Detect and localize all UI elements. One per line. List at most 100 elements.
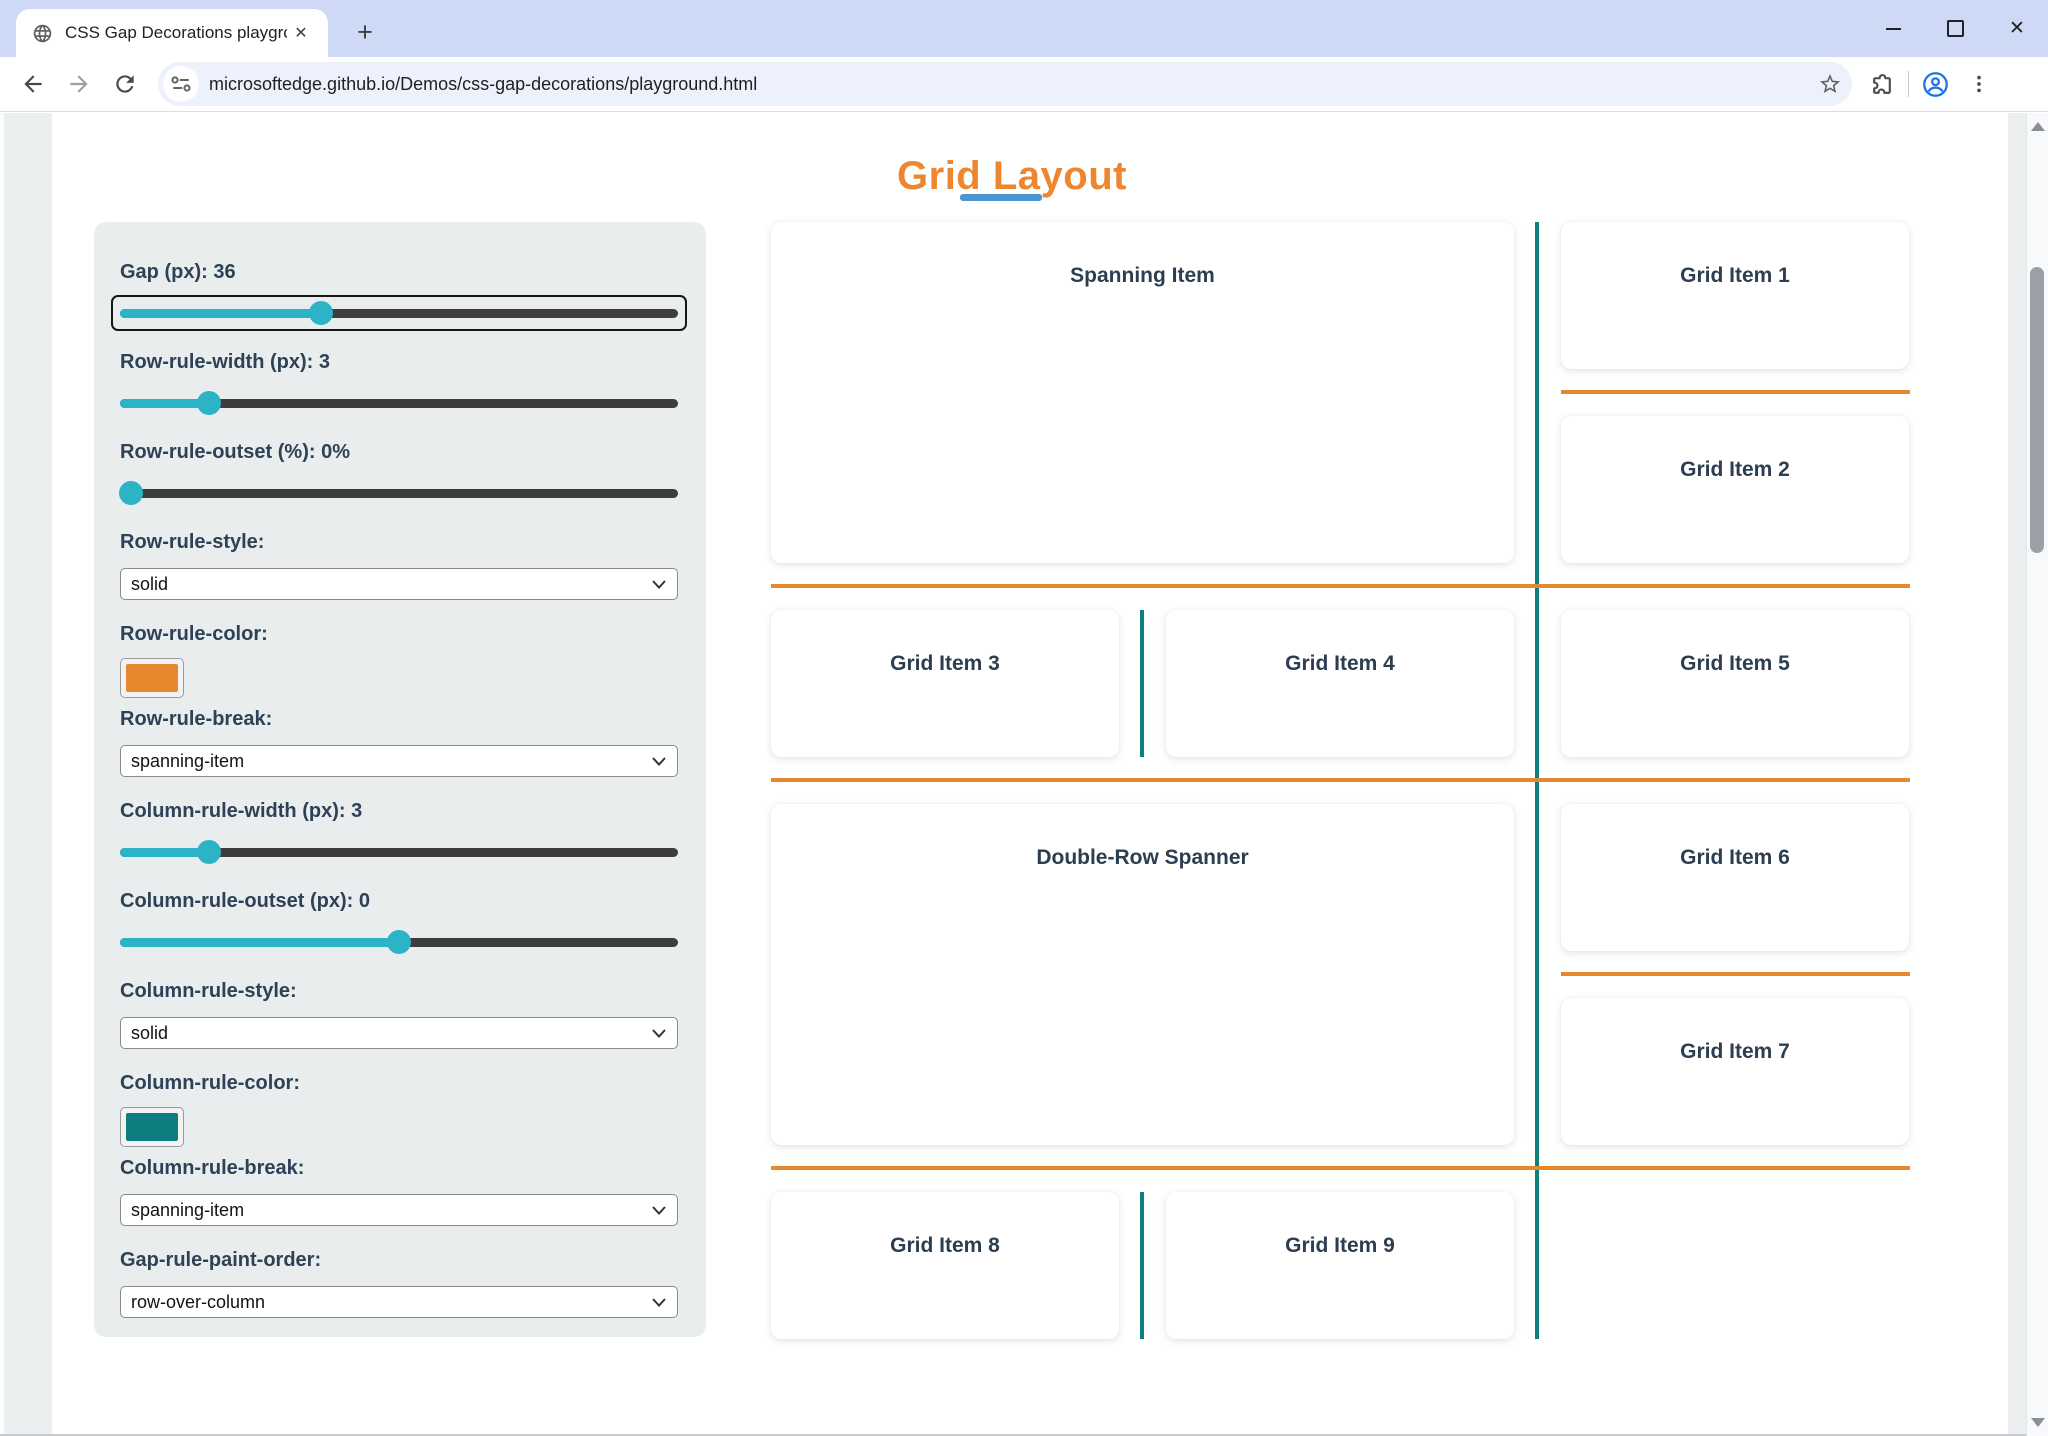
grid-item-label: Grid Item 6 bbox=[1680, 846, 1790, 869]
slider-track bbox=[120, 489, 678, 498]
back-button[interactable] bbox=[10, 61, 56, 107]
slider-track bbox=[120, 309, 678, 318]
page-title: Grid Layout bbox=[897, 153, 1127, 198]
row-rule-color-picker[interactable] bbox=[120, 658, 184, 698]
slider-thumb[interactable] bbox=[197, 391, 222, 415]
column-rule-width-control: Column-rule-width (px): 3 bbox=[120, 799, 678, 864]
slider-fill bbox=[120, 848, 210, 857]
grid-item-label: Grid Item 2 bbox=[1680, 458, 1790, 481]
minimize-icon bbox=[1885, 27, 1901, 30]
grid-item-2: Grid Item 2 bbox=[1561, 416, 1909, 563]
window-close-button[interactable]: ✕ bbox=[1986, 0, 2048, 57]
row-rule bbox=[1561, 390, 1910, 394]
column-rule-break-select[interactable]: spanning-item bbox=[120, 1194, 678, 1226]
grid-item-label: Grid Item 1 bbox=[1680, 264, 1790, 287]
browser-tab[interactable]: CSS Gap Decorations playground ✕ bbox=[16, 9, 328, 57]
scroll-down-arrow-icon[interactable] bbox=[2031, 1418, 2045, 1427]
row-rule-style-label: Row-rule-style: bbox=[120, 531, 265, 553]
row-rule-color-label: Row-rule-color: bbox=[120, 623, 268, 645]
window-maximize-button[interactable] bbox=[1924, 0, 1986, 57]
new-tab-button[interactable]: + bbox=[357, 16, 373, 47]
gap-control: Gap (px): 36 bbox=[111, 260, 687, 331]
slider-thumb[interactable] bbox=[119, 481, 144, 505]
chevron-down-icon bbox=[652, 1029, 666, 1038]
chevron-down-icon bbox=[652, 580, 666, 589]
forward-button[interactable] bbox=[56, 61, 102, 107]
column-rule-break-control: Column-rule-break: spanning-item bbox=[120, 1156, 678, 1226]
selected-value: solid bbox=[131, 1022, 169, 1043]
main-area: Grid Layout Gap (px): 36 Row-rule-wi bbox=[52, 113, 2008, 1436]
grid-container: Spanning Item Grid Item 1 Grid Item 2 Gr… bbox=[771, 222, 1910, 1339]
grid-item-4: Grid Item 4 bbox=[1166, 610, 1514, 757]
row-rule-width-label: Row-rule-width (px): 3 bbox=[120, 351, 330, 373]
column-rule-color-control: Column-rule-color: bbox=[120, 1071, 678, 1147]
column-rule bbox=[1140, 1192, 1144, 1339]
row-rule-style-select[interactable]: solid bbox=[120, 568, 678, 600]
slider-thumb[interactable] bbox=[197, 840, 222, 864]
slider-fill bbox=[120, 938, 399, 947]
gap-rule-paint-order-select[interactable]: row-over-column bbox=[120, 1286, 678, 1318]
title-underline bbox=[960, 194, 1042, 201]
menu-button[interactable] bbox=[1957, 62, 2001, 106]
slider-thumb[interactable] bbox=[387, 930, 411, 954]
grid-item-label: Spanning Item bbox=[1070, 264, 1215, 287]
grid-item-label: Grid Item 9 bbox=[1285, 1234, 1395, 1257]
column-rule-break-label: Column-rule-break: bbox=[120, 1157, 305, 1179]
globe-icon bbox=[33, 24, 52, 42]
bookmark-button[interactable] bbox=[1808, 62, 1852, 106]
vertical-scrollbar[interactable] bbox=[2026, 113, 2048, 1436]
grid-item-label: Grid Item 5 bbox=[1680, 652, 1790, 675]
row-rule-outset-control: Row-rule-outset (%): 0% bbox=[119, 440, 678, 505]
column-rule-outset-slider[interactable] bbox=[120, 930, 678, 954]
reload-button[interactable] bbox=[102, 61, 148, 107]
column-rule-style-label: Column-rule-style: bbox=[120, 980, 297, 1002]
maximize-icon bbox=[1946, 20, 1964, 37]
grid-item-9: Grid Item 9 bbox=[1166, 1192, 1514, 1339]
grid-demo: Spanning Item Grid Item 1 Grid Item 2 Gr… bbox=[771, 222, 1910, 1339]
column-rule-width-label: Column-rule-width (px): 3 bbox=[120, 800, 363, 822]
window-controls: ✕ bbox=[1862, 0, 2048, 57]
site-info-button[interactable] bbox=[163, 66, 199, 102]
tab-strip: CSS Gap Decorations playground ✕ + ✕ bbox=[0, 0, 2048, 57]
grid-item-double-row-spanner: Double-Row Spanner bbox=[771, 804, 1514, 1145]
selected-value: row-over-column bbox=[131, 1291, 266, 1312]
color-swatch bbox=[126, 1113, 178, 1141]
column-rule-style-select[interactable]: solid bbox=[120, 1017, 678, 1049]
row-rule-width-slider[interactable] bbox=[120, 391, 678, 415]
close-icon: ✕ bbox=[2009, 18, 2025, 39]
column-rule-outset-label: Column-rule-outset (px): 0 bbox=[120, 890, 370, 912]
row-rule-outset-slider[interactable] bbox=[119, 481, 678, 505]
column-rule-outset-control: Column-rule-outset (px): 0 bbox=[120, 889, 678, 954]
column-rule-color-picker[interactable] bbox=[120, 1107, 184, 1147]
gap-slider[interactable] bbox=[120, 301, 678, 325]
tab-close-icon[interactable]: ✕ bbox=[294, 25, 308, 42]
row-rule-break-select[interactable]: spanning-item bbox=[120, 745, 678, 777]
refresh-icon bbox=[116, 75, 134, 93]
row-rule-width-control: Row-rule-width (px): 3 bbox=[120, 350, 678, 415]
column-rule-width-slider[interactable] bbox=[120, 840, 678, 864]
slider-thumb[interactable] bbox=[308, 301, 333, 325]
row-rule-outset-label: Row-rule-outset (%): 0% bbox=[120, 441, 350, 463]
row-rule-style-control: Row-rule-style: solid bbox=[120, 530, 678, 600]
gap-label: Gap (px): 36 bbox=[120, 261, 236, 283]
window-edge-bottom bbox=[0, 1434, 2048, 1436]
profile-button[interactable] bbox=[1913, 62, 1957, 106]
url-bar[interactable]: microsoftedge.github.io/Demos/css-gap-de… bbox=[158, 62, 1852, 106]
slider-fill bbox=[120, 309, 321, 318]
extensions-button[interactable] bbox=[1860, 62, 1904, 106]
scrollbar-thumb[interactable] bbox=[2030, 267, 2044, 553]
scroll-up-arrow-icon[interactable] bbox=[2031, 122, 2045, 131]
slider-track bbox=[120, 848, 678, 857]
arrow-right-icon bbox=[70, 75, 88, 93]
url-text[interactable]: microsoftedge.github.io/Demos/css-gap-de… bbox=[209, 73, 758, 94]
grid-item-3: Grid Item 3 bbox=[771, 610, 1119, 757]
page-content: Grid Layout Gap (px): 36 Row-rule-wi bbox=[0, 113, 2048, 1436]
selected-value: solid bbox=[131, 573, 169, 594]
controls-panel: Gap (px): 36 Row-rule-width (px): 3 bbox=[94, 222, 706, 1337]
arrow-left-icon bbox=[24, 75, 42, 93]
toolbar-separator bbox=[1908, 71, 1909, 97]
browser-toolbar: microsoftedge.github.io/Demos/css-gap-de… bbox=[0, 57, 2048, 112]
window-minimize-button[interactable] bbox=[1862, 0, 1924, 57]
grid-item-6: Grid Item 6 bbox=[1561, 804, 1909, 951]
